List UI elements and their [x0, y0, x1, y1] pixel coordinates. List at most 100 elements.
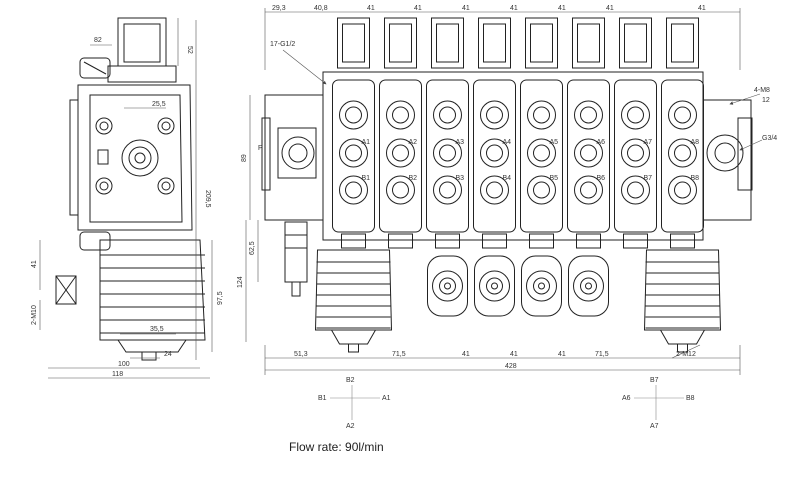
callout-17-g1-2: 17-G1/2	[270, 41, 295, 48]
schematic-left-left: B1	[318, 395, 327, 402]
port-label-a: A5	[550, 139, 559, 146]
port-circle	[339, 175, 368, 205]
spring-detent	[474, 255, 515, 317]
port-label-a: A7	[644, 139, 653, 146]
port-label-b: B2	[409, 175, 418, 182]
front-bottom-dim: 41	[462, 351, 470, 358]
port-circle	[668, 175, 697, 205]
front-bottom-dim: 71,5	[595, 351, 609, 358]
schematic-left	[330, 385, 380, 420]
solenoid-cap	[384, 17, 417, 69]
port-circle	[621, 100, 650, 130]
port-label-b: B1	[362, 175, 371, 182]
front-top-dim: 41	[367, 5, 375, 12]
working-section	[332, 17, 375, 249]
side-dim-52: 52	[186, 46, 193, 54]
spring-detent	[568, 255, 609, 317]
front-left-dim-124: 124	[237, 276, 244, 288]
solenoid-cap	[431, 17, 464, 69]
front-top-dim: 41	[462, 5, 470, 12]
solenoid-cap	[478, 17, 511, 69]
solenoid-cap	[337, 17, 370, 69]
schematic-left-bottom: A2	[346, 423, 355, 430]
front-dim-2-m12: 2-M12	[676, 351, 696, 358]
front-left-dim-89: 89	[241, 154, 248, 162]
port-circle	[574, 100, 603, 130]
front-top-dim: 41	[606, 5, 614, 12]
working-section	[520, 17, 563, 249]
schematic-left-right: A1	[382, 395, 391, 402]
port-circle	[527, 175, 556, 205]
working-section	[473, 17, 516, 249]
side-solenoid-cap	[117, 17, 167, 67]
side-dim-35-5: 35,5	[150, 326, 164, 333]
port-circle	[339, 138, 368, 168]
port-label-a: A1	[362, 139, 371, 146]
schematic-right-right: B8	[686, 395, 695, 402]
callout-12: 12	[762, 97, 770, 104]
side-view	[55, 17, 206, 361]
port-circle	[527, 138, 556, 168]
port-label-a: A2	[409, 139, 418, 146]
port-circle	[668, 100, 697, 130]
port-circle	[386, 138, 415, 168]
front-bottom-dim: 41	[558, 351, 566, 358]
port-circle	[621, 138, 650, 168]
front-view	[261, 71, 753, 297]
side-fitting-top	[79, 57, 111, 79]
front-top-dim: 41	[510, 5, 518, 12]
side-dim-97-5: 97,5	[217, 291, 224, 305]
working-section	[379, 17, 422, 249]
port-circle	[386, 100, 415, 130]
bellows	[314, 249, 393, 353]
callout-g3-4: G3/4	[762, 135, 777, 142]
side-dim-24: 24	[164, 351, 172, 358]
relief-valve	[284, 221, 308, 283]
front-overall-length: 428	[505, 363, 517, 370]
port-circle	[574, 138, 603, 168]
front-bottom-dim: 41	[510, 351, 518, 358]
side-dim-82: 82	[94, 37, 102, 44]
side-view-dimensions	[39, 18, 213, 379]
front-left-dim-62-5: 62,5	[249, 241, 256, 255]
bellows	[643, 249, 722, 353]
schematic-right-left: A6	[622, 395, 631, 402]
front-top-dim: 41	[698, 5, 706, 12]
solenoid-cap	[572, 17, 605, 69]
port-label-b: B8	[691, 175, 700, 182]
side-dim-25-5: 25,5	[152, 101, 166, 108]
port-circle	[574, 175, 603, 205]
solenoid-cap	[525, 17, 558, 69]
schematic-right-bottom: A7	[650, 423, 659, 430]
front-bottom-dim: 71,5	[392, 351, 406, 358]
solenoid-cap	[666, 17, 699, 69]
port-label-b: B6	[597, 175, 606, 182]
port-label-b: B7	[644, 175, 653, 182]
port-circle	[527, 100, 556, 130]
port-circle	[433, 175, 462, 205]
side-dim-118: 118	[112, 371, 123, 378]
port-circle	[386, 175, 415, 205]
port-label-a: A6	[597, 139, 606, 146]
solenoid-cap	[619, 17, 652, 69]
working-section	[426, 17, 469, 249]
port-circle	[621, 175, 650, 205]
working-section	[661, 17, 704, 249]
port-label-b: B4	[503, 175, 512, 182]
callout-4-m8: 4-M8	[754, 87, 770, 94]
front-top-dim: 40,8	[314, 5, 328, 12]
front-top-dim: 41	[558, 5, 566, 12]
port-circle	[480, 175, 509, 205]
inlet-section	[264, 94, 324, 221]
side-bracket	[55, 275, 77, 305]
port-circle	[433, 100, 462, 130]
port-circle	[668, 138, 697, 168]
port-label-a: A4	[503, 139, 512, 146]
port-label-b: B3	[456, 175, 465, 182]
front-top-dim: 29,3	[272, 5, 286, 12]
port-circle	[480, 138, 509, 168]
spring-detent	[521, 255, 562, 317]
callout-p: P	[258, 145, 263, 152]
